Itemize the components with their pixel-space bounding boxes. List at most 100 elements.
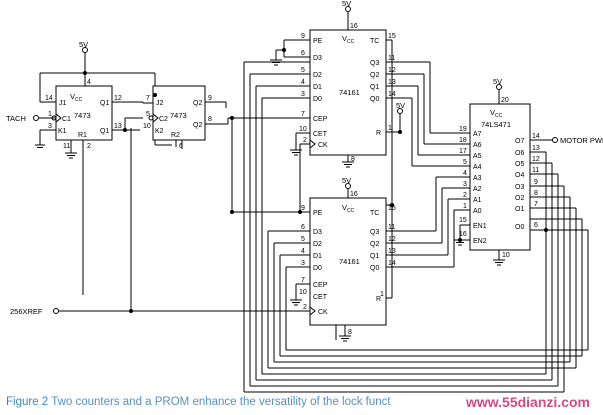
cnt2-pin-r: 1 [380, 291, 384, 298]
ref-label: 256XREF [10, 307, 43, 316]
cnt1-pin-ck: 2 [303, 137, 307, 144]
prom-part: 74LS471 [481, 120, 511, 129]
ff1-pin-qb: 13 [114, 123, 122, 130]
cnt2-tc: TC [370, 210, 379, 217]
cnt1-d3: D3 [313, 55, 322, 62]
prom-o5: O5 [515, 161, 524, 168]
cnt1-d2: D2 [313, 72, 322, 79]
cnt1-r: R [376, 130, 381, 137]
caption-text: Two counters and a PROM enhance the vers… [51, 396, 391, 408]
ff2-qb: Q2 [193, 122, 202, 129]
prom-pin-a5: 17 [459, 148, 467, 155]
cnt2-pin-gnd: 8 [348, 329, 352, 336]
prom-pin-a7: 19 [459, 126, 467, 133]
prom-o2: O2 [515, 195, 524, 202]
prom-pin-o4: 11 [532, 167, 539, 174]
ff1-k: K1 [58, 128, 67, 135]
ff1-pin-gnd: 11 [63, 143, 70, 150]
prom-pin-o5: 12 [532, 156, 540, 163]
cnt2-pin-q2: 12 [388, 236, 396, 243]
prom-pin-o7: 14 [532, 133, 540, 140]
prom-a0: A0 [473, 208, 482, 215]
cnt1-cet: CET [313, 131, 328, 138]
ff1-part: 7473 [74, 111, 91, 120]
ff2-c: C2 [159, 116, 168, 123]
supply-label-r: 5V [396, 101, 405, 110]
cnt1-pin-r: 1 [388, 125, 392, 132]
ff1-pin-j: 14 [45, 95, 53, 102]
cnt2-part: 74161 [339, 257, 360, 266]
ff2-pin-q: 9 [208, 95, 212, 102]
figure-number: Figure 2 [6, 396, 49, 408]
prom-pin-o6: 13 [532, 145, 540, 152]
cnt2-d0: D0 [313, 265, 322, 272]
watermark: www.55dianzi.com [466, 394, 590, 410]
prom-pin-o0: 6 [534, 222, 538, 229]
cnt2-pin-cet: 10 [299, 289, 307, 296]
supply-terminal [82, 47, 88, 53]
cnt1-pin-gnd: 8 [351, 156, 355, 163]
counter-2-body [309, 197, 387, 326]
cnt1-pe: PE [313, 38, 323, 45]
cnt1-part: 74161 [339, 88, 360, 97]
cnt2-pin-pe: 9 [301, 205, 305, 212]
prom-o6: O6 [515, 150, 524, 157]
ff1-pin-k: 3 [48, 123, 52, 130]
cnt1-pin-cet: 10 [299, 126, 307, 133]
cnt1-vcc: VCC [342, 34, 355, 45]
ff1-pin-q: 12 [114, 95, 122, 102]
prom-pin-en2: 16 [459, 231, 467, 238]
prom-body [469, 103, 531, 251]
ff2-pin-qb: 8 [208, 116, 212, 123]
cnt2-cep: CEP [313, 282, 328, 289]
prom-pin-vcc: 20 [501, 97, 509, 104]
cnt2-vcc: VCC [342, 203, 355, 214]
tach-label: TACH [6, 114, 26, 123]
prom-pin-o1: 7 [534, 201, 538, 208]
supply-label-ff: 5V [79, 40, 88, 49]
prom-pin-a2: 3 [463, 181, 467, 188]
cnt1-pin-d1: 4 [301, 79, 305, 86]
prom-pin-gnd: 10 [502, 252, 510, 259]
prom-a5: A5 [473, 153, 482, 160]
cnt1-ck: CK [318, 142, 328, 149]
cnt2-pin-vcc: 16 [350, 191, 358, 198]
ff1-r: R1 [78, 132, 87, 139]
ff1-c: C1 [62, 116, 71, 123]
cnt2-pin-ck: 2 [303, 304, 307, 311]
prom-pin-a3: 4 [463, 170, 467, 177]
cnt2-pin-cep: 7 [301, 277, 305, 284]
supply-label-cnt2: 5V [342, 176, 351, 185]
prom-pin-a0: 1 [463, 203, 467, 210]
ff2-pin-j: 7 [146, 95, 150, 102]
prom-o7: O7 [515, 138, 524, 145]
cnt1-q2: Q2 [370, 72, 379, 79]
ff1-pin-vcc: 4 [87, 79, 91, 86]
ff2-pin-r: 6 [179, 143, 183, 150]
counter-1-body [309, 29, 387, 156]
cnt2-pin-q1: 13 [388, 248, 396, 255]
cnt2-d1: D1 [313, 253, 322, 260]
figure-caption: Figure 2 Two counters and a PROM enhance… [6, 396, 391, 408]
supply-label-cnt1: 5V [342, 0, 351, 8]
ff1-pin-c: 1 [48, 111, 52, 118]
cnt2-pin-tc: 15 [388, 205, 396, 212]
ff1-j: J1 [59, 100, 67, 107]
prom-pin-o3: 9 [534, 179, 538, 186]
cnt1-cep: CEP [313, 116, 328, 123]
cnt2-d3: D3 [313, 229, 322, 236]
prom-o1: O1 [515, 206, 524, 213]
cnt1-pin-tc: 15 [388, 33, 396, 40]
prom-pin-a4: 5 [463, 159, 467, 166]
cnt2-q3: Q3 [370, 229, 379, 236]
cnt2-pin-d0: 3 [301, 260, 305, 267]
prom-en1: EN1 [473, 223, 487, 230]
cnt1-pin-d2: 5 [301, 67, 305, 74]
prom-o0: O0 [515, 224, 524, 231]
cnt2-d2: D2 [313, 241, 322, 248]
cnt2-pin-d1: 4 [301, 248, 305, 255]
flipflop-2-body [152, 85, 206, 141]
cnt2-pin-q0: 14 [388, 260, 396, 267]
cnt2-pin-d3: 6 [301, 224, 305, 231]
